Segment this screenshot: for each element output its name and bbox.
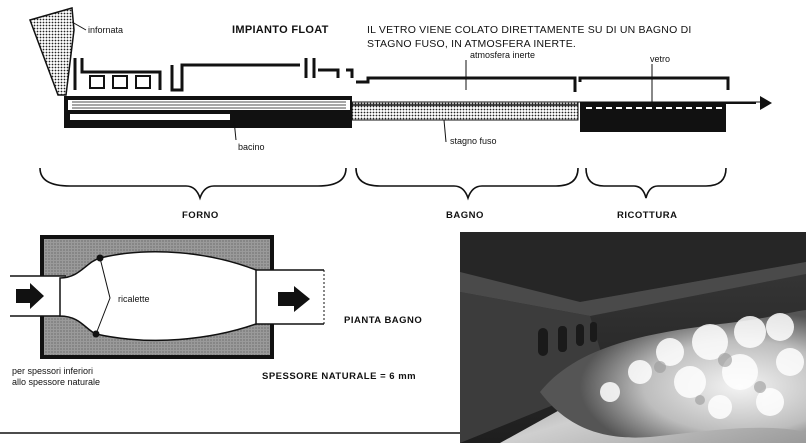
plan-title: PIANTA BAGNO	[344, 316, 422, 326]
atmosfera-label: atmosfera inerte	[470, 51, 535, 60]
glass-ribbon-plan	[60, 252, 256, 341]
plan-inner-label: ricalette	[118, 295, 150, 304]
section-braces	[40, 168, 726, 198]
burner-ports	[90, 76, 150, 88]
section-forno-label: FORNO	[182, 211, 219, 221]
output-arrow	[760, 96, 772, 110]
float-bath-photo	[460, 232, 806, 443]
stagno-label: stagno fuso	[450, 137, 497, 146]
header-title: IMPIANTO FLOAT	[232, 25, 329, 36]
section-ricottura-label: RICOTTURA	[617, 211, 677, 221]
header-description-line1: IL VETRO VIENE COLATO DIRETTAMENTE SU DI…	[367, 25, 691, 36]
plan-note-line2: allo spessore naturale	[12, 378, 100, 387]
lehr-roof	[580, 78, 728, 90]
infornata-label: infornata	[88, 26, 123, 35]
section-bagno-label: BAGNO	[446, 211, 484, 221]
header-description-line2: STAGNO FUSO, IN ATMOSFERA INERTE.	[367, 39, 576, 50]
bacino-label: bacino	[238, 143, 265, 152]
batch-hopper	[30, 8, 74, 95]
plan-note-line1: per spessori inferiori	[12, 367, 93, 376]
thickness-label: SPESSORE NATURALE = 6 mm	[262, 372, 416, 382]
vetro-label: vetro	[650, 55, 670, 64]
